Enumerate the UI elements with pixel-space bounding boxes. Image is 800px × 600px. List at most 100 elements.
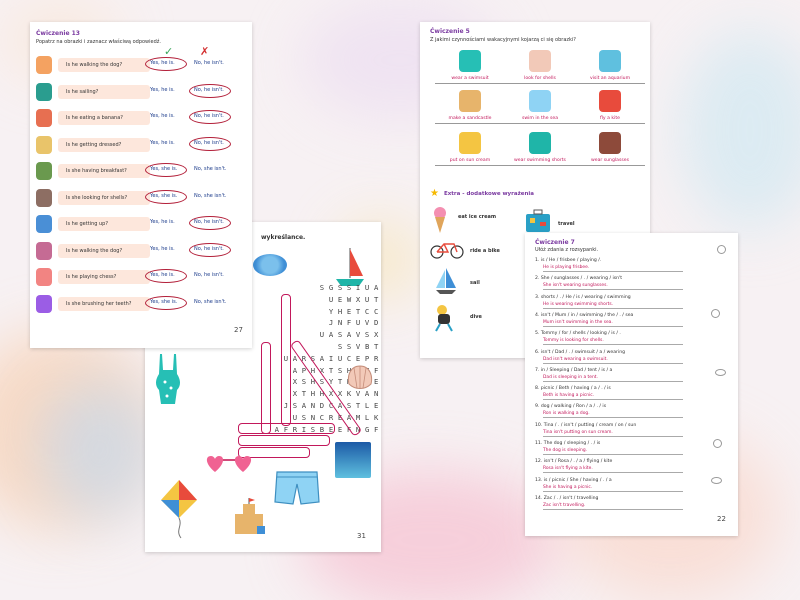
exercise-title: Ćwiczenie 7: [535, 239, 575, 246]
activity-illustration: [529, 132, 551, 154]
child-illustration: [36, 268, 52, 286]
word-search-row: AFRISBEEFNGF: [274, 424, 381, 434]
answer-line: [543, 490, 683, 492]
swim-shorts-illustration: [274, 471, 320, 505]
answer-sentence: He is wearing swimming shorts.: [543, 301, 614, 307]
answer-row: Is he sailing?Yes, he is.No, he isn't.: [30, 81, 250, 103]
word-search-row: UEWXUT: [328, 294, 381, 304]
answer-circle: [145, 189, 187, 204]
word-search-row: JSANDCASTLE: [283, 400, 381, 410]
answer-line: [543, 380, 683, 382]
activity-illustration: [459, 90, 481, 112]
found-word-highlight: [281, 294, 291, 426]
question-label: Is he getting dressed?: [58, 137, 150, 152]
swimsuit-illustration: [156, 354, 180, 404]
activity-illustration: [599, 90, 621, 112]
heart-sunglasses-illustration: [206, 456, 252, 472]
answer-line: [543, 289, 683, 291]
answer-line: [575, 83, 645, 84]
answer-circle: [189, 136, 231, 151]
yes-option[interactable]: Yes, he is.: [150, 113, 175, 119]
no-option[interactable]: No, he isn't.: [194, 60, 224, 66]
shell-doodle-icon: [711, 309, 720, 318]
no-option[interactable]: No, she isn't.: [194, 166, 227, 172]
child-illustration: [36, 135, 52, 154]
yes-option[interactable]: Yes, he is.: [150, 219, 175, 225]
answer-line: [543, 325, 683, 327]
answer-sentence: Rosa isn't flying a kite.: [543, 466, 593, 472]
yes-option[interactable]: Yes, he is.: [150, 245, 175, 252]
word-search-row: XSHSYTHWWE: [292, 377, 381, 387]
scrambled-sentence: 2. She / sunglasses / . / wearing / isn'…: [535, 276, 623, 282]
question-label: Is he sailing?: [58, 84, 150, 99]
answer-line: [435, 123, 505, 124]
word-search-row: USNCREAMLK: [292, 412, 381, 422]
suitcase-icon: [526, 209, 550, 232]
answer-sentence: She isn't wearing sunglasses.: [543, 283, 608, 289]
ice-cream-icon: [434, 207, 446, 233]
scrambled-sentence: 10. Tina / . / isn't / putting / cream /…: [535, 422, 637, 428]
child-illustration: [36, 215, 52, 233]
answer-line: [543, 508, 683, 510]
answer-line: [435, 165, 505, 166]
shell-doodle-icon: [713, 439, 722, 448]
answer-row: Is he walking the dog?Yes, he is.No, he …: [30, 54, 250, 76]
activity-answer: fly a kite: [600, 116, 620, 121]
no-option[interactable]: No, she isn't.: [194, 298, 227, 305]
frisbee-illustration: [253, 254, 287, 276]
answer-line: [543, 399, 683, 401]
no-option[interactable]: No, he isn't.: [194, 272, 224, 278]
answer-sentence: She is having a picnic.: [543, 484, 593, 490]
question-label: Is he playing chess?: [58, 270, 150, 284]
no-option[interactable]: No, she isn't.: [194, 192, 227, 199]
answer-row: Is she looking for shells?Yes, she is.No…: [30, 187, 250, 209]
answer-line: [543, 435, 683, 437]
word-search-row: UARSAIUCEPR: [283, 353, 381, 363]
answer-line: [575, 165, 645, 166]
question-label: Is he eating a banana?: [58, 111, 150, 125]
answer-circle: [145, 295, 187, 310]
yes-option[interactable]: Yes, he is.: [150, 86, 175, 93]
child-illustration: [36, 241, 52, 260]
answer-row: Is she brushing her teeth?Yes, she is.No…: [30, 293, 250, 315]
activity-illustration: [529, 50, 551, 72]
answer-line: [543, 344, 683, 346]
answer-row: Is he getting dressed?Yes, he is.No, he …: [30, 134, 250, 156]
fish-doodle-icon: [715, 369, 726, 376]
scrambled-sentence: 12. isn't / Rosa / . / a / flying / kite: [535, 459, 613, 465]
fish-doodle-icon: [711, 477, 722, 484]
answer-line: [505, 83, 575, 84]
answer-row: Is he getting up?Yes, he is.No, he isn't…: [30, 213, 250, 235]
yes-option[interactable]: Yes, he is.: [150, 139, 175, 146]
word-search-row: SSVBT: [337, 341, 381, 351]
scrambled-sentence: 6. isn't / Dad / . / swimsuit / a / wear…: [535, 349, 626, 355]
answer-sentence: Tina isn't putting on sun cream.: [543, 429, 613, 435]
scrambled-sentence: 13. is / picnic / She / having / . / a: [535, 477, 612, 483]
aquarium-illustration: [335, 442, 371, 478]
question-label: Is she having breakfast?: [58, 164, 150, 178]
sailboat-icon: [436, 268, 456, 294]
answer-row: Is he playing chess?Yes, he is.No, he is…: [30, 266, 250, 288]
answer-line: [543, 362, 683, 364]
answer-circle: [189, 83, 231, 98]
answer-row: Is he walking the dog?Yes, he is.No, he …: [30, 240, 250, 262]
child-illustration: [36, 82, 52, 101]
found-word-highlight: [238, 423, 335, 434]
answer-line: [435, 83, 505, 84]
bicycle-icon: [430, 243, 464, 259]
sailboat-illustration: [336, 248, 364, 286]
extra-item: sail: [470, 280, 480, 286]
scrambled-sentence: 9. dog / walking / Ron / a / . / is: [535, 404, 607, 410]
cross-mark-icon: ✗: [200, 45, 210, 58]
page-title-fragment: wykreślance.: [261, 234, 306, 241]
activity-answer: put on sun cream: [449, 158, 491, 163]
answer-circle: [145, 163, 187, 177]
word-search-row: UASAVSX: [319, 330, 381, 340]
child-illustration: [36, 294, 52, 313]
question-label: Is he walking the dog?: [58, 243, 150, 258]
answer-circle: [189, 216, 231, 230]
kite-illustration: [161, 480, 197, 539]
extra-item: ride a bike: [470, 248, 500, 254]
activity-illustration: [529, 90, 551, 112]
